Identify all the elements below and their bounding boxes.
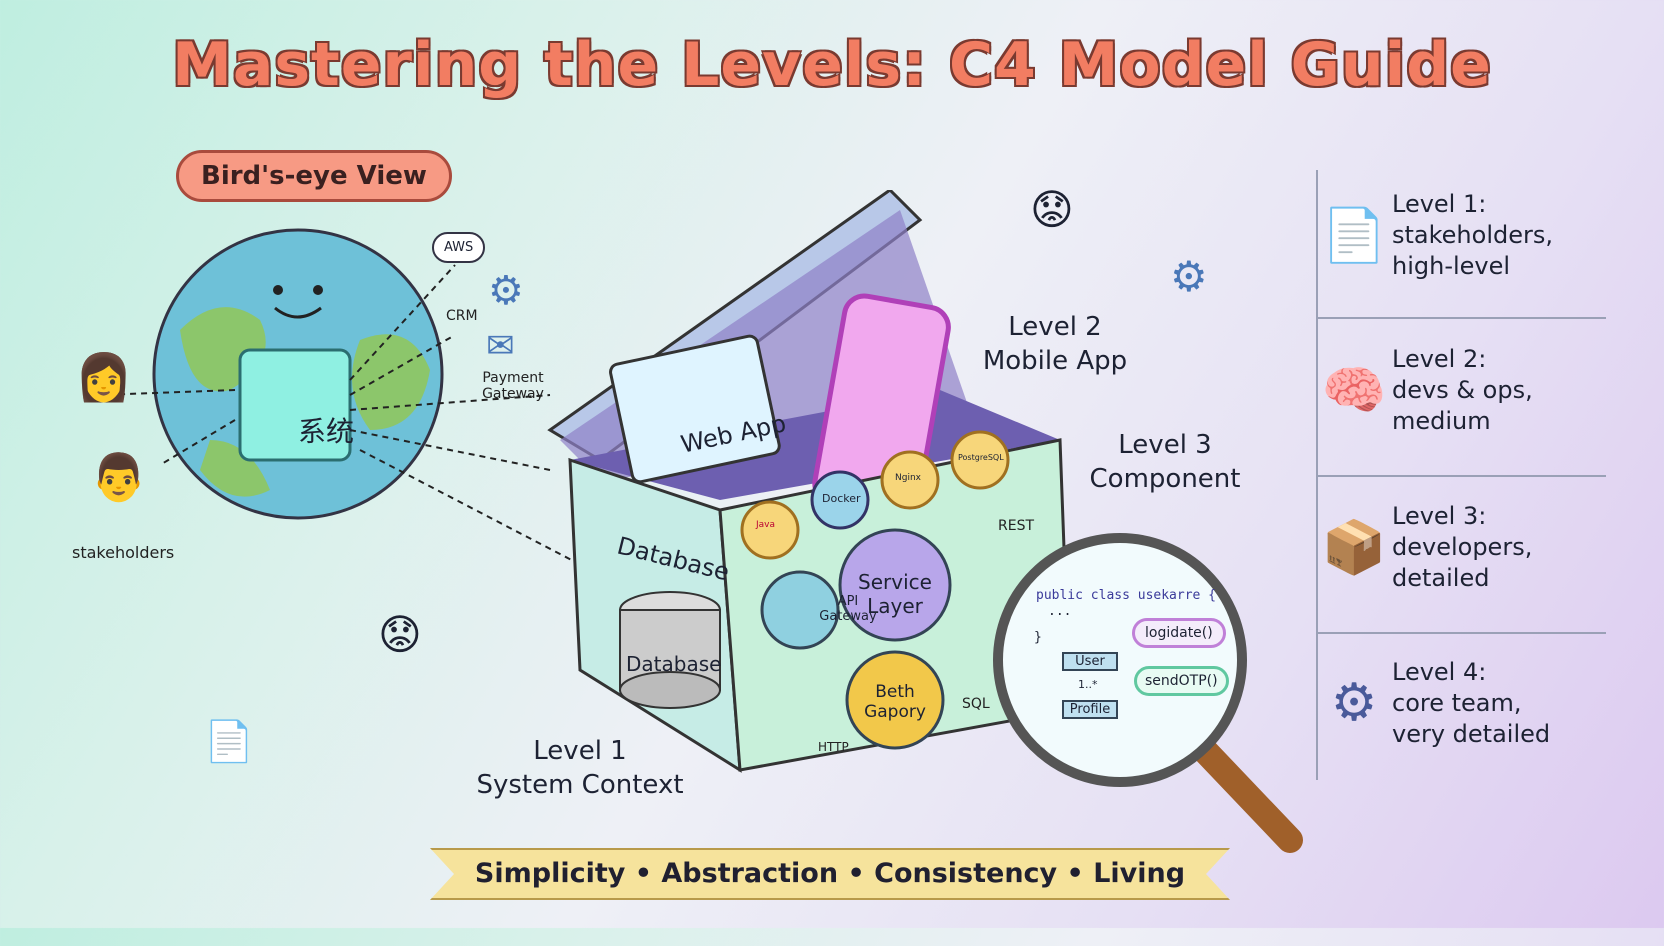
system-label: 系统 [298,415,355,448]
legend-level-desc: stakeholders, high-level [1392,220,1553,280]
level-subtitle: System Context [476,770,684,800]
legend-level-4: ⚙ Level 4:core team, very detailed [1316,633,1616,773]
legend-level-title: Level 2: [1392,344,1487,373]
method-bubble-1: logidate() [1132,618,1226,648]
sql-label: SQL [962,696,990,712]
legend-level-desc: core team, very detailed [1392,688,1551,748]
code-close: } [1034,630,1042,645]
nginx-badge: Nginx [895,473,921,483]
legend-level-title: Level 3: [1392,501,1487,530]
globe-illustration [99,228,580,566]
service-layer-gear: Service Layer [858,570,932,618]
uml-multiplicity: 1..* [1078,678,1098,691]
level1-art-label: Level 1 System Context [470,734,690,802]
level-subtitle: Component [1089,464,1241,494]
legend-level-3: 📦Level 3:developers, detailed [1316,477,1616,617]
magnifier-icon [993,533,1303,853]
level-title: Level 3 [1118,430,1212,460]
rest-label: REST [998,518,1035,534]
cloud-icon: AWS [432,232,486,263]
legend-level-1: 📄Level 1:stakeholders, high-level [1316,165,1616,305]
stakeholder-man-icon: 👨 [90,450,148,504]
aws-label: AWS [444,240,474,255]
divider [1316,475,1606,477]
document-icon: 📄 [204,719,254,765]
http-label: HTTP [818,740,849,754]
envelope-icon: ✉ [486,326,515,366]
crm-label: CRM [446,308,478,324]
worried-face-icon: 😟 [378,610,422,659]
level-title: Level 1 [533,736,627,766]
database-cylinder-label: Database [626,652,722,676]
uml-user-box: User [1062,652,1118,671]
docker-badge: Docker [822,492,861,505]
api-gateway-gear: API Gateway [819,594,877,624]
java-badge: Java [756,520,776,530]
divider [1316,317,1606,319]
stakeholder-woman-icon: 👩 [75,350,133,404]
uml-profile-box: Profile [1062,700,1118,719]
box-illustration [547,190,1072,773]
gear-icon: ⚙ [488,268,524,314]
postgresql-badge: PostgreSQL [958,453,1004,462]
page-title: Mastering the Levels: C4 Model Guide [172,30,1492,100]
gear-icon: ⚙ [1170,252,1208,301]
birds-eye-view-label: Bird's-eye View [176,150,452,202]
brain-icon: 🧠 [1321,360,1387,421]
legend-level-title: Level 4: [1392,657,1487,686]
code-dots: ... [1048,604,1072,619]
level3-art-label: Level 3 Component [1060,428,1270,496]
legend-level-title: Level 1: [1392,189,1487,218]
principles-banner: Simplicity • Abstraction • Consistency •… [430,848,1230,900]
legend-level-desc: developers, detailed [1392,532,1533,592]
box-icon: 📦 [1321,517,1387,578]
level-title: Level 2 [1008,312,1102,342]
code-line: public class usekarre { [1036,588,1217,603]
level2-art-label: Level 2 Mobile App [950,310,1160,378]
stakeholders-label: stakeholders [72,543,175,562]
legend-level-2: 🧠Level 2:devs & ops, medium [1316,320,1616,460]
legend-level-desc: devs & ops, medium [1392,375,1533,435]
gear-icon: ⚙ [1330,673,1378,733]
document-icon: 📄 [1321,205,1387,266]
method-bubble-2: sendOTP() [1134,666,1229,696]
divider [1316,632,1606,634]
payment-gateway-label: Payment Gateway [482,370,544,402]
level-subtitle: Mobile App [982,346,1128,376]
worried-face-icon: 😟 [1030,185,1074,234]
database-gear: Beth Gapory [864,682,926,722]
